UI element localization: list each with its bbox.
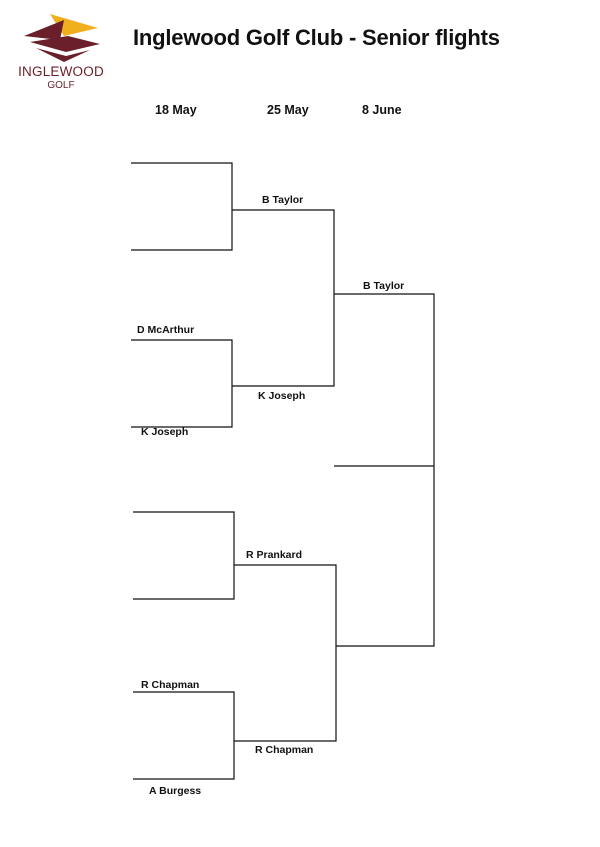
r2-match1-top-name: B Taylor (262, 194, 304, 206)
r1-match1-connector (131, 162, 233, 251)
r1-match3-connector (133, 511, 235, 600)
page-title: Inglewood Golf Club - Senior flights (133, 25, 500, 50)
logo-subtext: GOLF (47, 80, 75, 91)
logo-maroon-bottom (36, 48, 90, 62)
round-header-2: 25 May (267, 103, 309, 117)
r3-final-connector (334, 293, 435, 647)
logo-gold-wing (50, 14, 98, 36)
r2-match2-top-name: R Prankard (246, 549, 303, 561)
r1-match2-bottom-name: K Joseph (141, 426, 189, 438)
round-header-3: 8 June (362, 103, 402, 117)
r1-match4-bottom-name: A Burgess (149, 785, 202, 797)
r2-match1-bottom-name: K Joseph (258, 390, 306, 402)
r2-match2-connector (234, 564, 337, 742)
r2-match1-connector (232, 209, 335, 387)
round-header-1: 18 May (155, 103, 197, 117)
logo-maroon-top (24, 20, 64, 40)
r1-match2-connector (131, 339, 233, 428)
logo-maroon-mid (30, 36, 100, 52)
r1-match2-top-name: D McArthur (137, 324, 195, 336)
r1-match4-connector (133, 691, 235, 780)
r2-match2-bottom-name: R Chapman (255, 744, 314, 756)
logo-wordmark: INGLEWOOD (18, 64, 104, 79)
inglewood-golf-logo (24, 14, 100, 62)
r1-match4-top-name: R Chapman (141, 679, 200, 691)
r3-final-top-name: B Taylor (363, 280, 405, 292)
